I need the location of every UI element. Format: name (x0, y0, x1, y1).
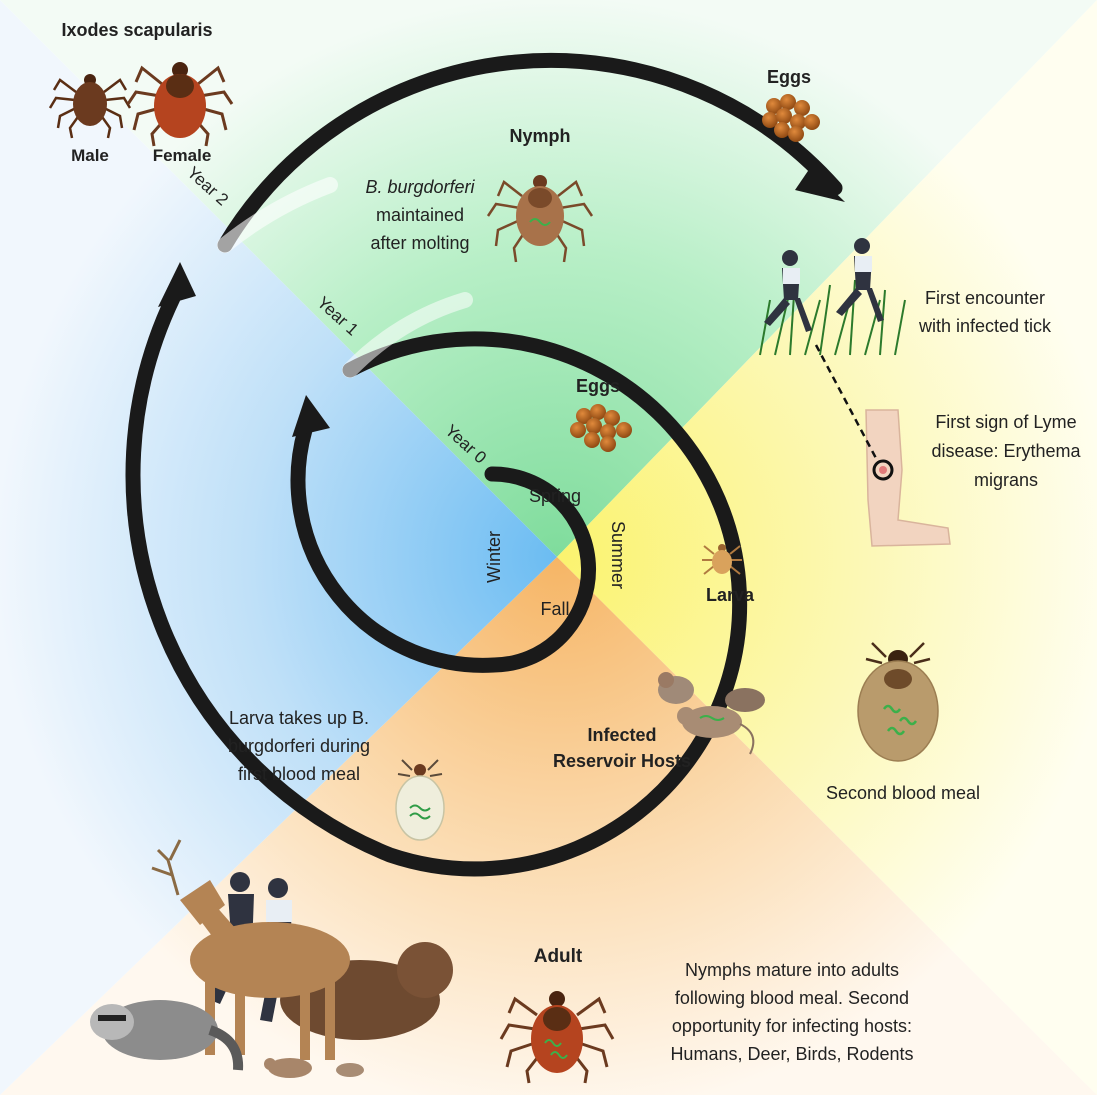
hosts-line2: Reservoir Hosts (553, 751, 691, 771)
adult-note-line1: Nymphs mature into adults (685, 960, 899, 980)
adult-note-line3: opportunity for infecting hosts: (672, 1016, 912, 1036)
lyme-sign-line2: disease: Erythema (931, 441, 1081, 461)
fall-label: Fall (540, 599, 569, 619)
nymph-note-line1: B. burgdorferi (365, 177, 475, 197)
larva-note-line3: first blood meal (238, 764, 360, 784)
nymph-note-line3: after molting (370, 233, 469, 253)
female-label: Female (153, 146, 212, 165)
encounter-line1: First encounter (925, 288, 1045, 308)
adult-note-line4: Humans, Deer, Birds, Rodents (670, 1044, 913, 1064)
summer-label: Summer (608, 521, 628, 589)
lyme-sign-line3: migrans (974, 470, 1038, 490)
adult-label: Adult (534, 946, 583, 967)
eggs-inner-label: Eggs (576, 376, 620, 396)
larva-label: Larva (706, 585, 755, 605)
larva-note-line1: Larva takes up B. (229, 708, 369, 728)
engorged-nymph-icon (858, 643, 938, 761)
eggs-outer-label: Eggs (767, 67, 811, 87)
second-meal-label: Second blood meal (826, 783, 980, 803)
lyme-sign-line1: First sign of Lyme (935, 412, 1076, 432)
hosts-line1: Infected (587, 725, 656, 745)
species-title: Ixodes scapularis (61, 20, 212, 40)
nymph-note-line2: maintained (376, 205, 464, 225)
winter-label: Winter (484, 531, 504, 583)
larva-note-line2: burgdorferi during (228, 736, 370, 756)
encounter-line2: with infected tick (918, 316, 1052, 336)
nymph-label: Nymph (509, 126, 570, 146)
adult-note-line2: following blood meal. Second (675, 988, 909, 1008)
spring-label: Spring (529, 486, 581, 506)
male-label: Male (71, 146, 109, 165)
